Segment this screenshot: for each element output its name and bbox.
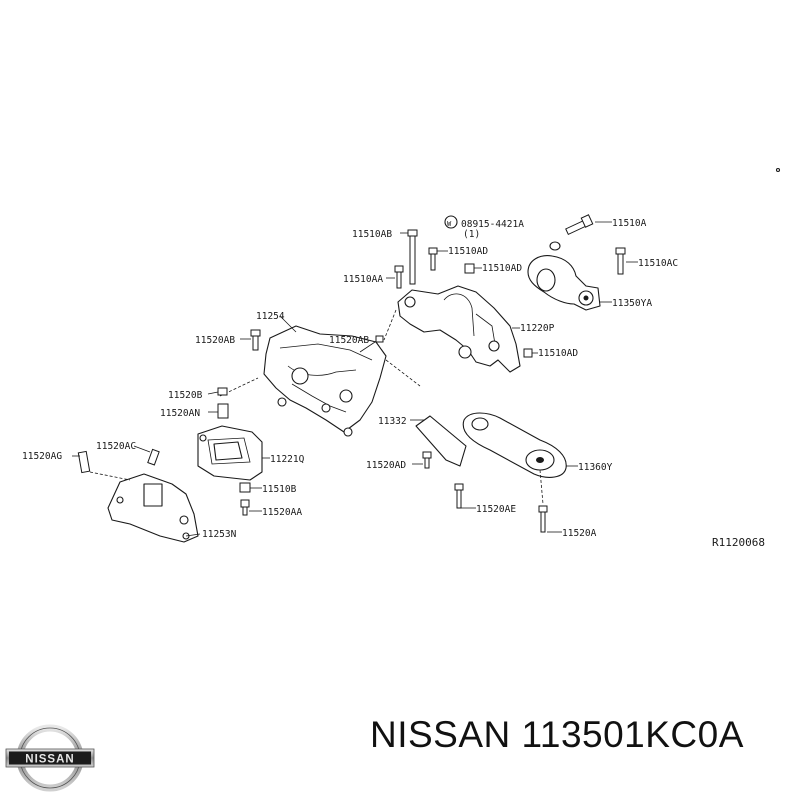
label-11510ad-top: 11510AD [448,246,488,257]
label-11520ab-right: 11520AB [329,335,369,346]
label-11520ab-left: 11520AB [195,335,235,346]
bolt-11520ac [133,445,160,466]
diagram-ref-code: R1120068 [712,536,765,549]
logo-text: NISSAN [25,754,74,766]
part-title: NISSAN 113501KC0A [370,714,744,755]
engine-mount-11350ya [527,255,601,311]
label-11520ac: 11520AC [96,441,136,452]
bolt-11520ad [412,451,432,469]
nut-11510ad-mid [464,263,482,274]
bracket-11253n [107,473,199,543]
label-11520aa: 11520AA [262,507,302,518]
nissan-logo: NISSAN [5,724,95,792]
bolt-11510ab [400,229,418,285]
label-11520a: 11520A [562,528,597,539]
edge-mark [775,167,781,173]
label-11510ad-low: 11510AD [538,348,578,359]
bolt-11520ae [454,483,476,509]
label-08915-qty: (1) [463,229,480,240]
label-11520ae: 11520AE [476,504,516,515]
w-mark: W [447,220,452,228]
label-11520ad: 11520AD [366,460,406,471]
w-mark-circle [444,215,458,229]
label-11510aa: 11510AA [343,274,383,285]
bolt-11510a [549,214,612,251]
bolt-11510ac [615,247,638,275]
label-11254: 11254 [256,311,285,322]
label-11332: 11332 [378,416,407,427]
label-11253n: 11253N [202,529,237,540]
plate-11332 [410,415,467,467]
nut-11510b [239,482,262,493]
label-11510a: 11510A [612,218,647,229]
label-08915-4421a: 08915-4421A [461,219,524,230]
label-11520ag: 11520AG [22,451,62,462]
label-11520an: 11520AN [160,408,200,419]
bolt-11520ab-l [240,329,261,351]
bolt-11520aa [240,499,262,516]
label-11221q: 11221Q [270,454,305,465]
label-11520b: 11520B [168,390,203,401]
bolt-11520ab-r [359,335,384,353]
bolt-11520ag [72,450,91,474]
torque-rod-11360y [462,412,578,478]
washer-11520an [208,403,229,419]
bolt-11510ad-low [523,348,538,358]
mount-11221q [197,425,263,481]
bolt-11520b [207,387,228,396]
bolt-11520a [538,505,562,533]
label-11510ad-mid: 11510AD [482,263,522,274]
bracket-11220p [397,285,521,373]
bracket-11254 [263,325,387,437]
label-11510ac: 11510AC [638,258,678,269]
bolt-11510aa [386,265,404,289]
bolt-11510ad-top [428,247,448,271]
label-11220p: 11220P [520,323,555,334]
label-11510ab: 11510AB [352,229,392,240]
label-11510b: 11510B [262,484,297,495]
label-11360y: 11360Y [578,462,613,473]
label-11350ya: 11350YA [612,298,652,309]
